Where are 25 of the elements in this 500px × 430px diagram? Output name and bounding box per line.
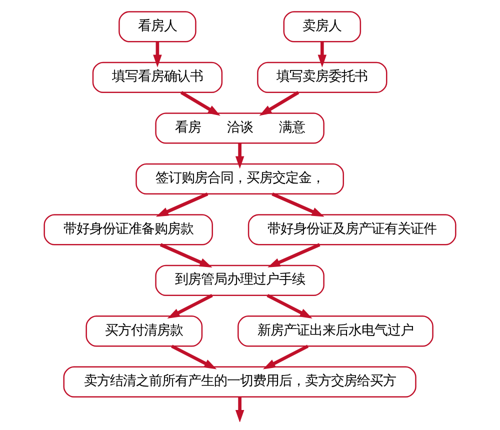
node-box: 带好身份证及房产证有关证件 bbox=[248, 214, 456, 246]
arrow bbox=[262, 344, 309, 370]
arrow bbox=[156, 192, 208, 217]
arrow bbox=[160, 243, 212, 268]
node-box: 填写看房确认书 bbox=[92, 62, 223, 94]
node-box: 带好身份证准备购房款 bbox=[44, 214, 213, 246]
node-box: 看房人 bbox=[118, 11, 196, 42]
node-box: 看房 洽谈 满意 bbox=[155, 112, 324, 144]
arrow bbox=[259, 91, 300, 116]
arrow bbox=[235, 143, 244, 169]
arrow bbox=[235, 396, 244, 422]
arrow bbox=[180, 91, 220, 116]
node-box: 填写卖房委托书 bbox=[257, 62, 388, 94]
arrow bbox=[153, 42, 162, 68]
node-box: 买方付清房款 bbox=[86, 316, 203, 347]
arrow bbox=[318, 42, 327, 68]
arrow bbox=[268, 243, 320, 268]
node-box: 卖方结清之前所有产生的一切费用后，卖方交房给买方 bbox=[63, 366, 416, 398]
arrow bbox=[272, 192, 324, 217]
node-box: 签订购房合同，买房交定金， bbox=[136, 163, 344, 195]
arrow bbox=[266, 294, 312, 318]
node-box: 新房产证出来后水电气过户 bbox=[238, 316, 434, 347]
node-box: 到房管局办理过户手续 bbox=[155, 264, 324, 296]
arrow bbox=[167, 294, 213, 318]
node-box: 卖房人 bbox=[283, 11, 362, 42]
